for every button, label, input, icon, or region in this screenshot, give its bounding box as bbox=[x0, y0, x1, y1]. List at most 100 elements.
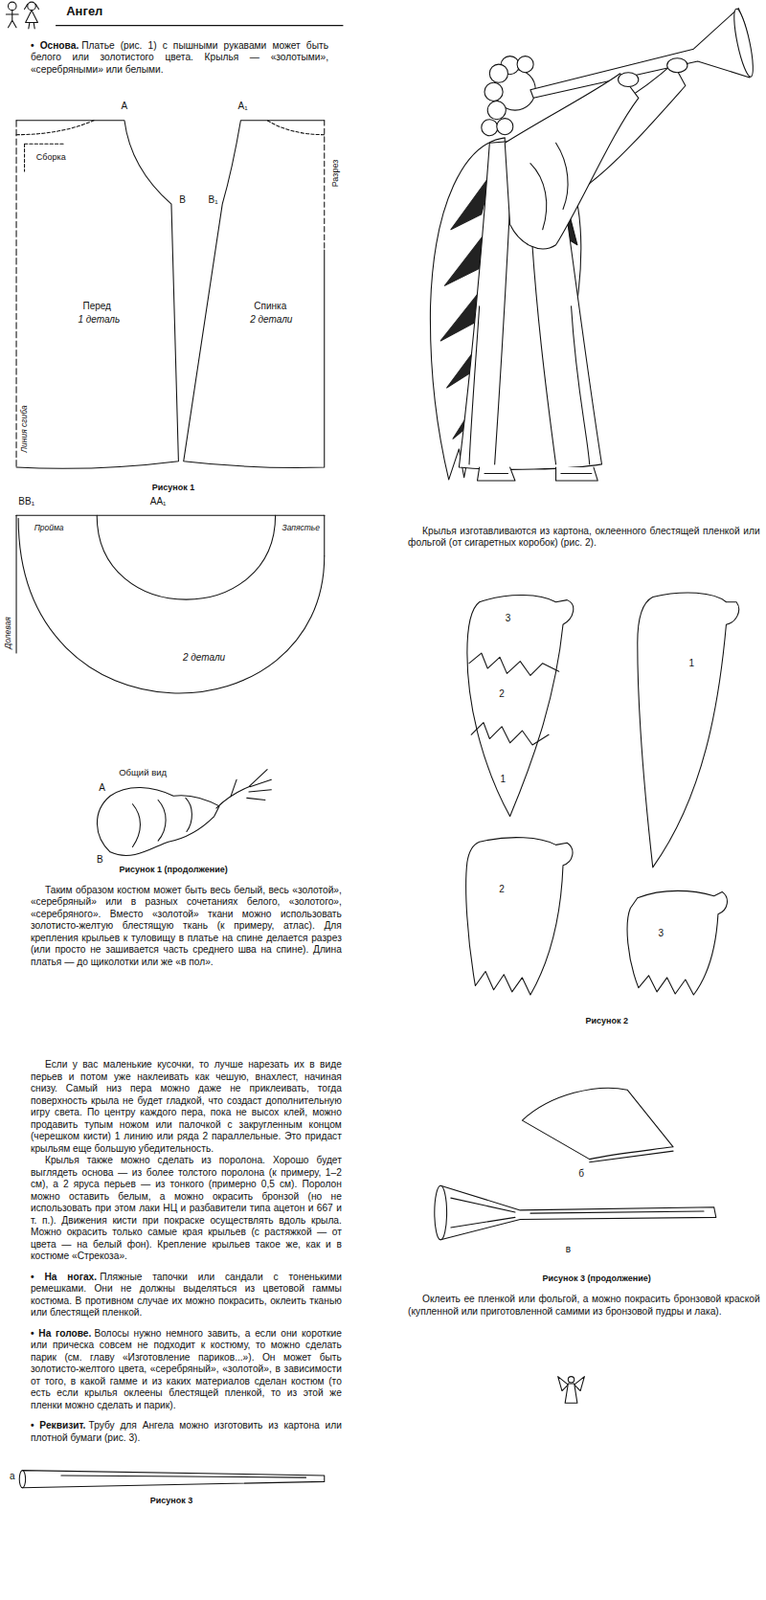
angel-illustration bbox=[489, 64, 508, 83]
header-rule bbox=[56, 24, 343, 26]
callout-number: 2 bbox=[497, 688, 506, 700]
angel-illustration bbox=[484, 82, 503, 101]
paragraph: Разрез bbox=[330, 159, 340, 188]
figure-caption: Рисунок 3 (продолжение) bbox=[541, 1273, 653, 1284]
header-icon bbox=[5, 1, 39, 29]
angel-illustration bbox=[530, 8, 751, 99]
paragraph: ВВ₁ bbox=[18, 496, 35, 509]
label-text: Запястье bbox=[281, 522, 320, 533]
part-label: В bbox=[95, 855, 105, 867]
angel-illustration bbox=[481, 119, 498, 136]
label-text: б bbox=[578, 1168, 585, 1179]
dress-pattern bbox=[16, 120, 325, 470]
part-label: А₁ bbox=[236, 100, 248, 113]
small-angel-icon bbox=[558, 1376, 586, 1404]
angel-illustration bbox=[487, 101, 506, 120]
paragraph: В bbox=[96, 855, 104, 867]
label-text: 2 bbox=[498, 688, 505, 699]
sleeve-pattern bbox=[16, 515, 18, 654]
section-lead: • Реквизит. bbox=[30, 1419, 86, 1431]
part-label: Спинка bbox=[252, 300, 288, 313]
label-text: В bbox=[96, 855, 104, 866]
angel-illustration bbox=[618, 72, 639, 88]
dress-pattern bbox=[323, 120, 325, 250]
angel-illustration bbox=[517, 56, 534, 73]
header-icon bbox=[25, 10, 39, 23]
callout-number: 3 bbox=[504, 612, 513, 625]
paragraph: 2 bbox=[498, 688, 505, 700]
trumpet-part-v bbox=[450, 1197, 704, 1228]
angel-illustration bbox=[477, 467, 599, 481]
paragraph: 1 bbox=[688, 657, 695, 670]
sleeve-view bbox=[96, 787, 220, 856]
label-text: 3 bbox=[505, 612, 512, 624]
paragraph: Перед bbox=[82, 300, 112, 313]
label-text: Разрез bbox=[330, 159, 340, 188]
sleeve-pattern bbox=[16, 515, 325, 694]
page-title: Ангел bbox=[66, 3, 103, 20]
angel-illustration bbox=[504, 73, 639, 249]
wing-part bbox=[637, 592, 740, 868]
wing-part bbox=[466, 592, 740, 995]
paragraph: Линия сгиба bbox=[20, 405, 30, 453]
angel-illustration bbox=[530, 142, 568, 230]
angel-illustration bbox=[730, 7, 758, 79]
label-text: В bbox=[179, 194, 186, 205]
part-label: Разрез bbox=[330, 158, 340, 189]
callout-number: 3 bbox=[656, 927, 665, 940]
label-text: В₁ bbox=[208, 194, 219, 205]
label-text: Оклеить ее пленкой или фольгой, а можно … bbox=[407, 1293, 761, 1317]
paragraph: А₁ bbox=[237, 100, 248, 113]
paragraph: В₁ bbox=[208, 194, 219, 206]
figure-caption: Рисунок 3 bbox=[149, 1494, 195, 1505]
part-label: Сборка bbox=[35, 152, 68, 162]
label-text: Крылья также можно сделать из поролона. … bbox=[30, 1154, 342, 1262]
part-label: б bbox=[577, 1168, 586, 1180]
paragraph: 3 bbox=[657, 927, 664, 940]
paragraph: в bbox=[565, 1244, 571, 1257]
header-icon bbox=[24, 3, 40, 9]
label-text: 2 bbox=[498, 884, 505, 896]
wing-part bbox=[471, 722, 549, 745]
label-text: в bbox=[565, 1244, 571, 1256]
paragraph: Рисунок 1 bbox=[152, 482, 196, 493]
label-text: Рисунок 3 (продолжение) bbox=[542, 1273, 652, 1284]
label-text: 2 детали bbox=[182, 653, 226, 664]
figure-caption: Рисунок 1 (продолжение) bbox=[117, 864, 228, 875]
part-label: В₁ bbox=[207, 194, 220, 206]
label-text: Линия сгиба bbox=[19, 405, 29, 453]
paragraph: А bbox=[121, 100, 129, 113]
label-text: А bbox=[98, 782, 106, 793]
paragraph: Крылья изготавливаются из картона, оклее… bbox=[407, 525, 761, 550]
wing-part bbox=[466, 837, 573, 995]
paragraph: • На голове.Волосы нужно немного завить,… bbox=[30, 1328, 342, 1413]
part-label: Долевая bbox=[3, 615, 14, 651]
sleeve-view bbox=[96, 769, 271, 857]
paragraph: Рисунок 2 bbox=[585, 1015, 630, 1026]
dress-pattern bbox=[16, 120, 179, 470]
callout-number: 1 bbox=[687, 657, 696, 670]
trumpet-part-v bbox=[434, 1185, 717, 1240]
text-block: Если у вас маленькие кусочки, то лучше н… bbox=[30, 1058, 342, 1444]
figure-caption: Рисунок 1 bbox=[151, 482, 197, 493]
paragraph: Рисунок 1 (продолжение) bbox=[118, 864, 227, 875]
angel-illustration bbox=[429, 7, 757, 481]
header-icon bbox=[27, 1, 37, 11]
paragraph: Долевая bbox=[3, 616, 14, 650]
part-label: 1 деталь bbox=[76, 314, 121, 326]
angel-illustration bbox=[667, 58, 688, 73]
label-text: 1 bbox=[499, 773, 506, 785]
label-text: Рисунок 1 bbox=[152, 482, 196, 493]
sleeve-pattern bbox=[16, 515, 325, 517]
label-text: Таким образом костюм может быть весь бел… bbox=[30, 884, 342, 968]
text-block: • Основа.Платье (рис. 1) с пышными рукав… bbox=[30, 40, 329, 77]
label-text: АА₁ bbox=[150, 496, 167, 508]
label-text: 1 деталь bbox=[77, 314, 120, 325]
label-text: Сборка bbox=[36, 152, 67, 162]
header-icon bbox=[28, 22, 35, 28]
trumpet-part-v bbox=[440, 1185, 717, 1240]
sleeve-pattern bbox=[323, 515, 325, 557]
callout-number: 1 bbox=[498, 773, 507, 786]
dress-pattern bbox=[16, 120, 94, 136]
section-lead: • На голове. bbox=[30, 1328, 91, 1339]
